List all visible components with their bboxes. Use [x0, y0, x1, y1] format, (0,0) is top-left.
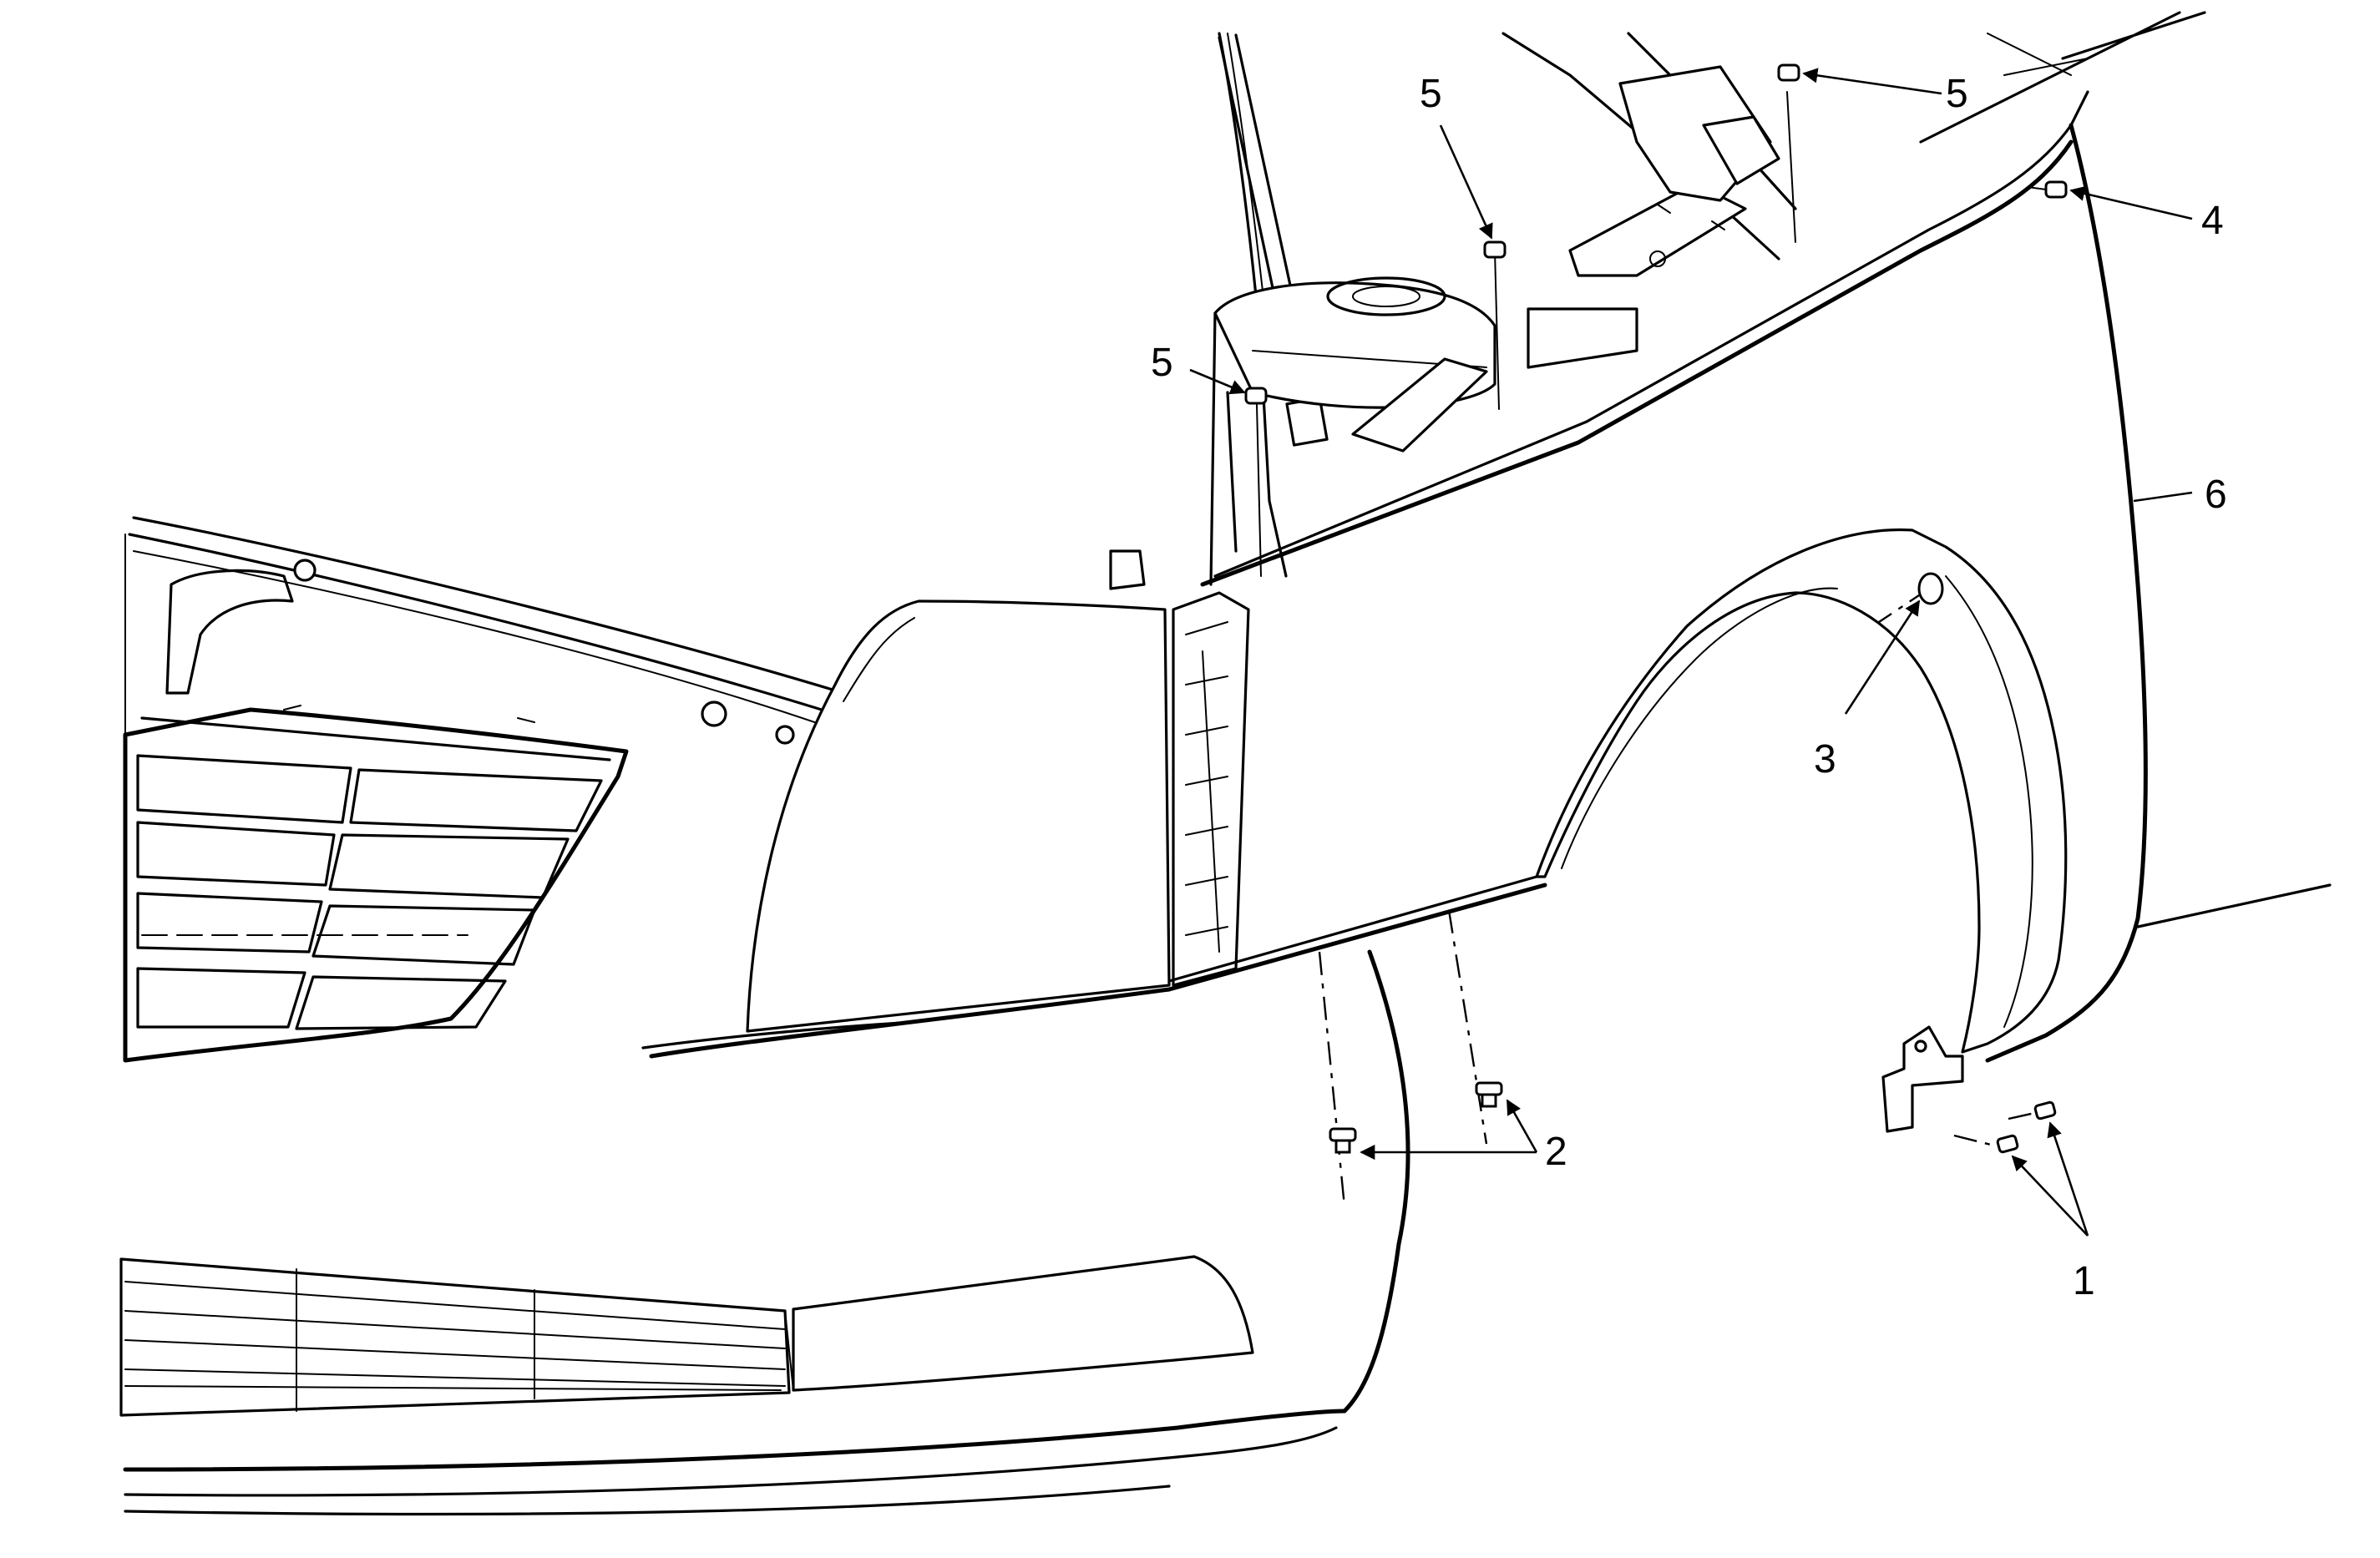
callout-labels: 1 2 3 4 5 5 5 6	[1151, 72, 2227, 1303]
callout-6: 6	[2205, 473, 2227, 517]
lower-grille	[119, 1257, 791, 1417]
fender-lower-edge	[1167, 875, 1547, 992]
callout-4: 4	[2201, 199, 2224, 243]
fender-rear-bolt-icon	[2027, 180, 2068, 199]
callout-5-left: 5	[1151, 341, 1173, 385]
callout-1: 1	[2073, 1259, 2095, 1303]
callout-3: 3	[1814, 737, 1836, 782]
front-bumper-fascia	[123, 949, 1410, 1516]
strut-tower	[1209, 276, 1496, 586]
leader-lines	[1189, 68, 2193, 1237]
callout-5-right: 5	[1946, 72, 1968, 116]
callout-5-center: 5	[1420, 72, 1442, 116]
hood-bracket-fastener-icon	[701, 701, 795, 745]
wheel-flare-screw-icon	[1996, 1100, 2057, 1154]
fender-lower-push-pin-icon	[1329, 1081, 1503, 1154]
headlamp	[746, 549, 1250, 1033]
fender-upper-bolt-icon	[1244, 63, 1800, 405]
front-fender	[1200, 11, 2332, 1133]
fasteners	[701, 63, 2068, 1154]
callout-2: 2	[1545, 1130, 1567, 1174]
upper-grille	[123, 534, 629, 1063]
wheelhouse-nut-icon	[1917, 572, 1944, 605]
install-lines	[1256, 91, 2047, 1207]
fender-mounting-bracket	[1351, 65, 1780, 453]
